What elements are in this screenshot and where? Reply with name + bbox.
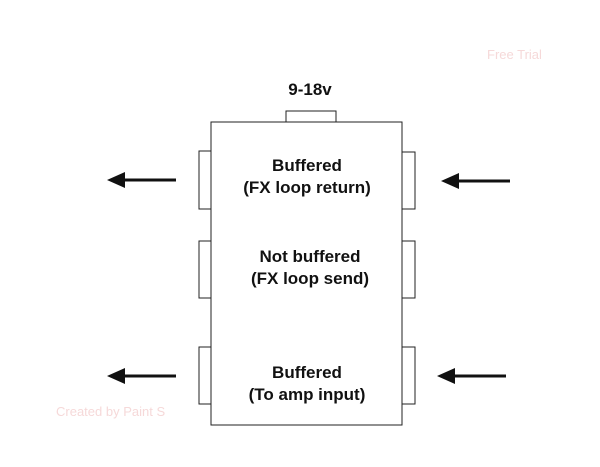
section-3-line-2: (To amp input) [248, 385, 366, 404]
section-label-1: Buffered (FX loop return) [212, 155, 402, 199]
right-jack-2 [401, 240, 416, 299]
left-jack-2 [198, 240, 212, 299]
right-jack-3 [401, 346, 416, 405]
right-jack-1 [401, 151, 416, 210]
right-arrow-1 [441, 173, 510, 189]
left-jack-1 [198, 150, 212, 210]
right-arrow-3 [437, 368, 506, 384]
section-label-2: Not buffered (FX loop send) [212, 246, 408, 290]
section-2-line-2: (FX loop send) [250, 269, 370, 288]
section-1-line-1: Buffered [272, 156, 342, 175]
section-3-line-1: Buffered [272, 363, 342, 382]
left-jack-3 [198, 346, 212, 405]
watermark-free-trial: Free Trial [487, 47, 542, 62]
left-arrow-1 [107, 172, 176, 188]
section-2-line-1: Not buffered [259, 247, 361, 266]
left-arrow-3 [107, 368, 176, 384]
watermark-created-by: Created by Paint S [56, 404, 166, 419]
section-1-line-2: (FX loop return) [243, 178, 371, 197]
section-label-3: Buffered (To amp input) [212, 362, 402, 406]
power-jack-tab [285, 110, 337, 123]
power-jack-label: 9-18v [288, 80, 332, 99]
